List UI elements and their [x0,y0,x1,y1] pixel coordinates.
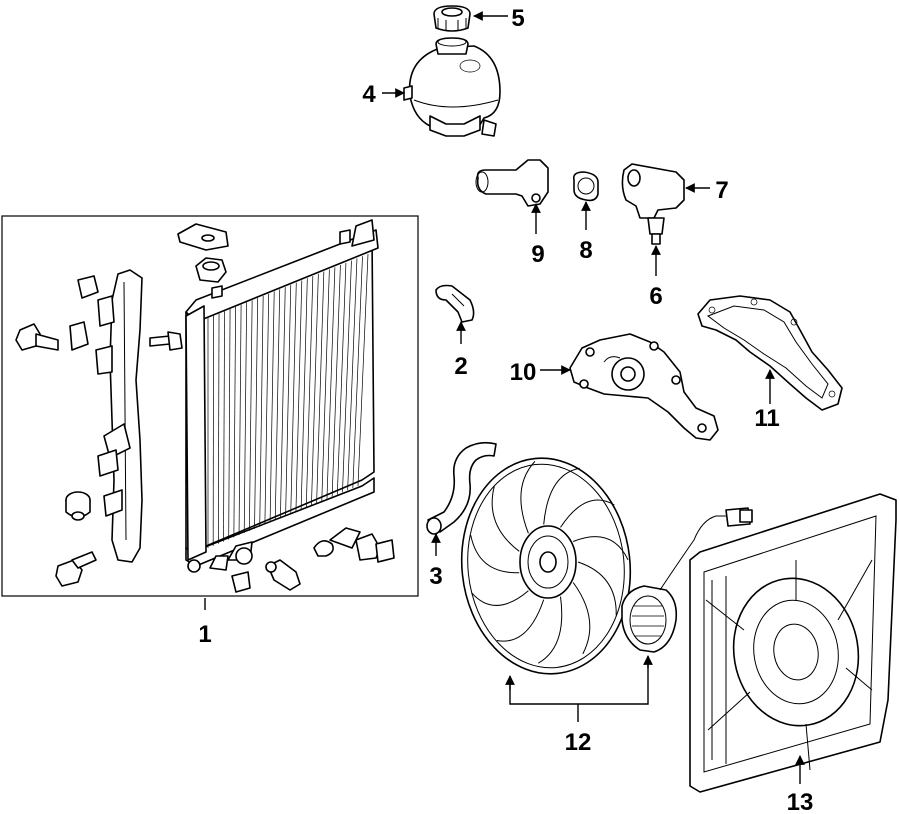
bolt[interactable] [149,331,183,351]
callout-1: 1 [198,621,211,648]
radiator[interactable] [185,219,379,573]
cooling-fan[interactable] [451,450,641,682]
fan-motor[interactable] [621,507,753,653]
coolant-reservoir[interactable] [403,37,501,137]
callout-6: 6 [649,283,662,310]
clip[interactable] [69,321,89,351]
radiator-side-bracket[interactable] [95,269,143,563]
callout-4: 4 [362,81,376,108]
grommet[interactable] [65,491,91,521]
callout-7: 7 [715,177,728,204]
radiator-fins [207,253,369,548]
water-pump[interactable] [569,333,719,441]
callout-2: 2 [454,353,467,380]
bolt[interactable] [15,323,59,351]
callout-10: 10 [510,359,537,386]
gasket-seal[interactable] [572,171,599,202]
fan-shroud[interactable] [689,493,897,793]
radiator-assembly-frame [1,215,419,597]
hose-clamp[interactable] [313,540,334,557]
bolt[interactable] [55,551,97,587]
clip[interactable] [231,571,251,593]
callout-5: 5 [511,5,524,32]
leader-12 [505,655,653,722]
callout-13: 13 [787,789,814,814]
callout-9: 9 [531,241,544,268]
temperature-sensor[interactable] [265,559,301,591]
callout-8: 8 [579,237,592,264]
callout-3: 3 [429,563,442,590]
upper-radiator-hose[interactable] [435,284,475,323]
connector[interactable] [355,533,395,563]
thermostat-housing[interactable] [621,163,685,245]
reservoir-cap[interactable] [433,5,471,32]
upper-mount-bracket[interactable] [177,223,229,251]
thermostat-outlet[interactable] [475,159,549,207]
callout-11: 11 [754,405,779,432]
lower-radiator-hose[interactable] [426,441,497,535]
fan-blades [470,461,629,664]
water-pump-gasket[interactable] [697,295,843,411]
clip[interactable] [77,275,99,299]
callout-12: 12 [565,729,592,756]
upper-insulator[interactable] [195,257,227,283]
